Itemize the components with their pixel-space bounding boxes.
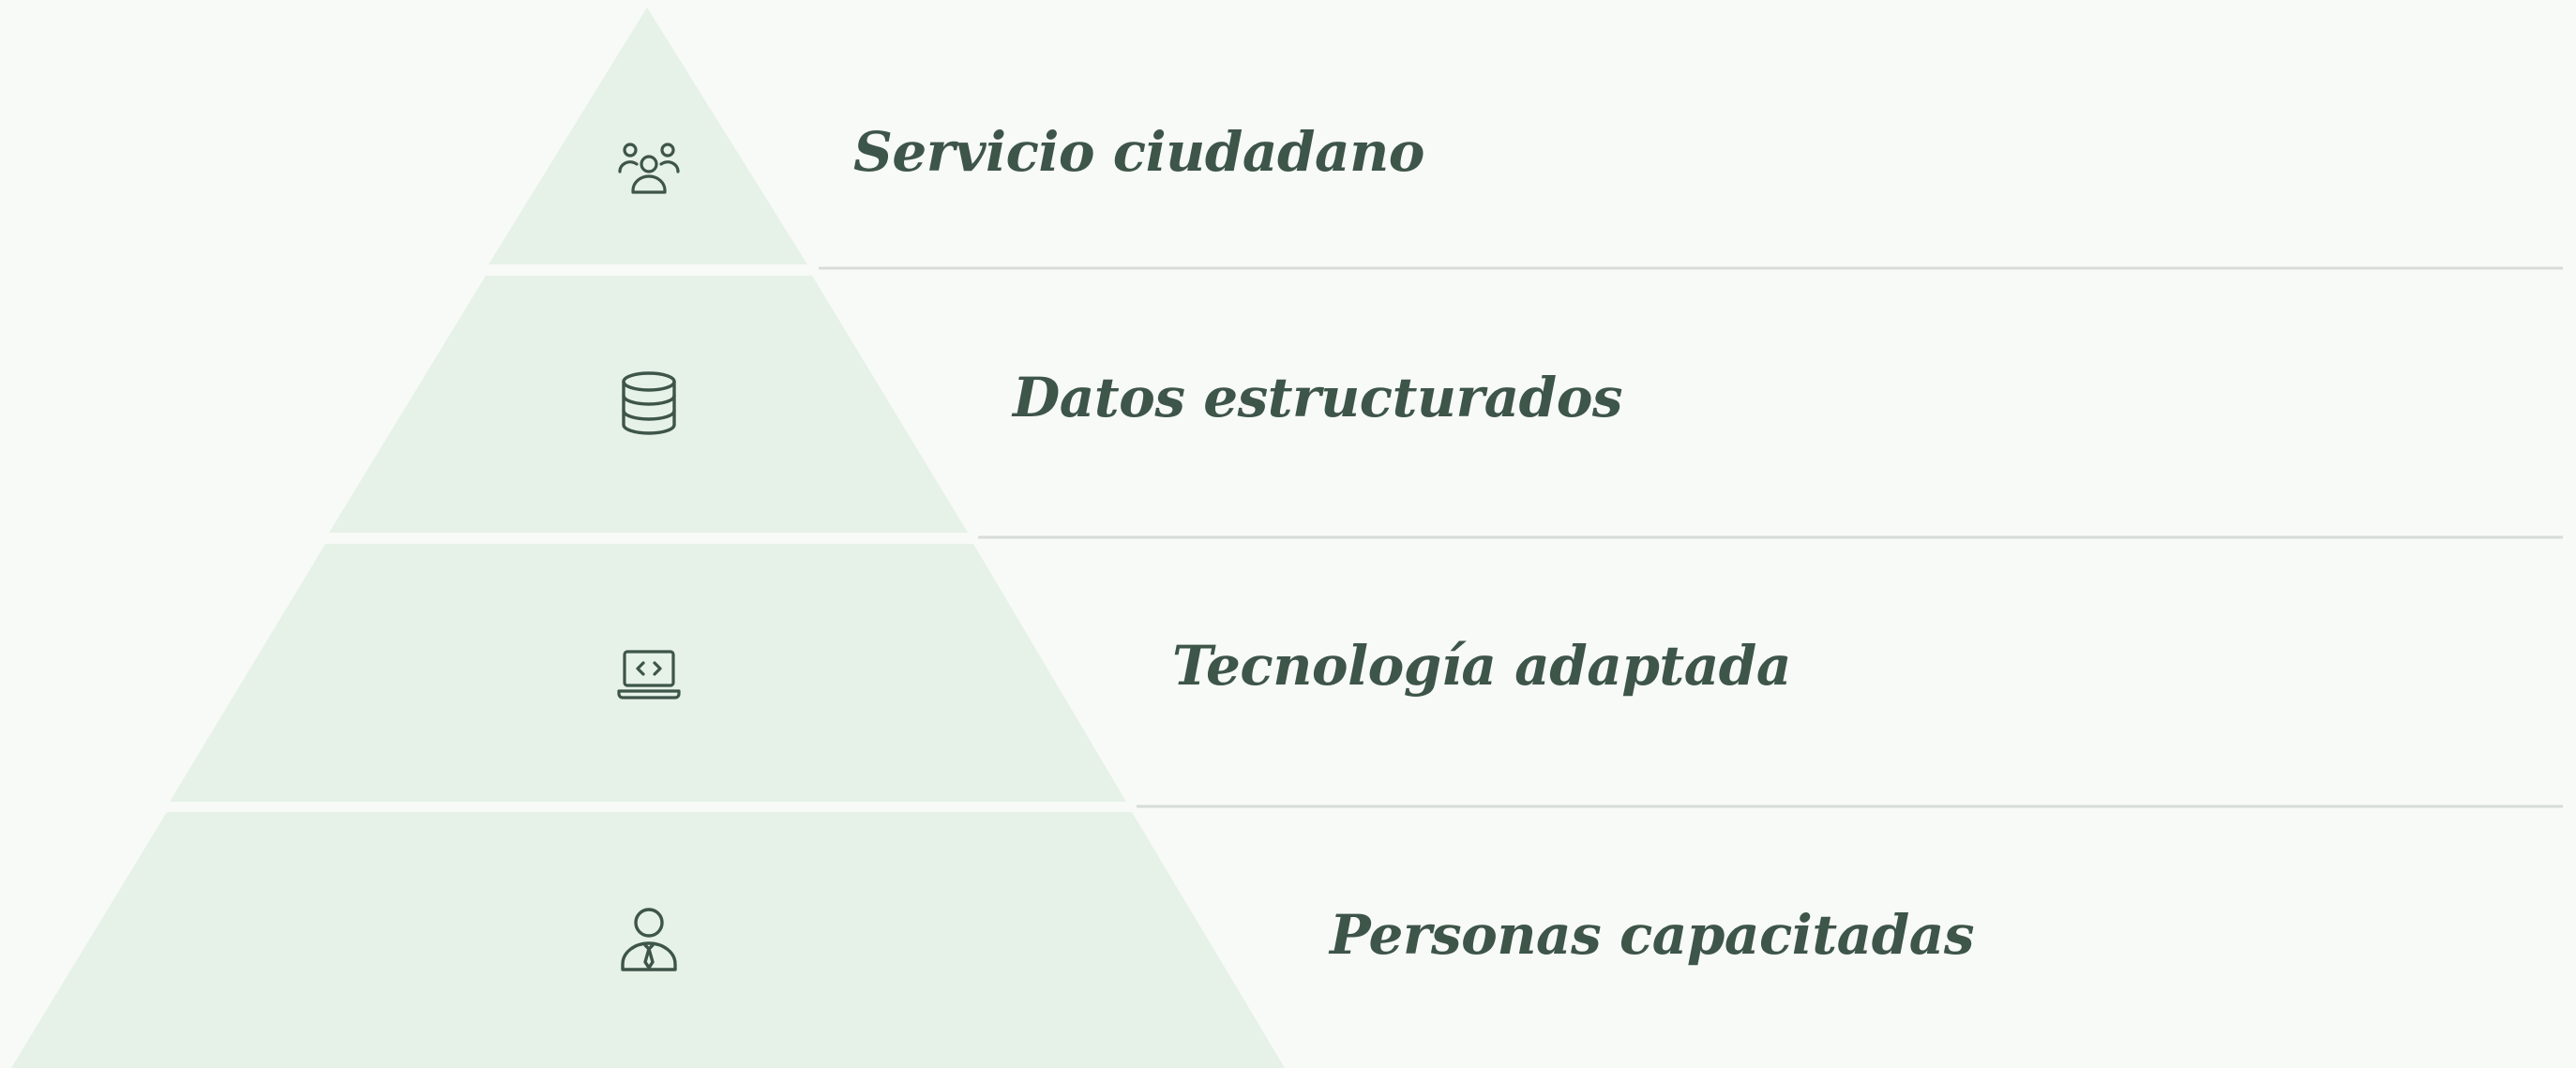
person-tie-icon (616, 908, 682, 973)
level-label-tecnologia-adaptada: Tecnología adaptada (1172, 634, 1791, 698)
pyramid-tier-4 (11, 812, 1285, 1068)
level-label-servicio-ciudadano: Servicio ciudadano (853, 120, 1424, 184)
pyramid-tier-3 (170, 544, 1126, 802)
people-group-icon (616, 136, 682, 202)
level-label-datos-estructurados: Datos estructurados (1013, 366, 1623, 429)
laptop-code-icon (616, 640, 682, 706)
level-label-personas-capacitadas: Personas capacitadas (1330, 903, 1975, 967)
pyramid-tier-1 (489, 8, 807, 264)
database-icon (616, 370, 682, 436)
